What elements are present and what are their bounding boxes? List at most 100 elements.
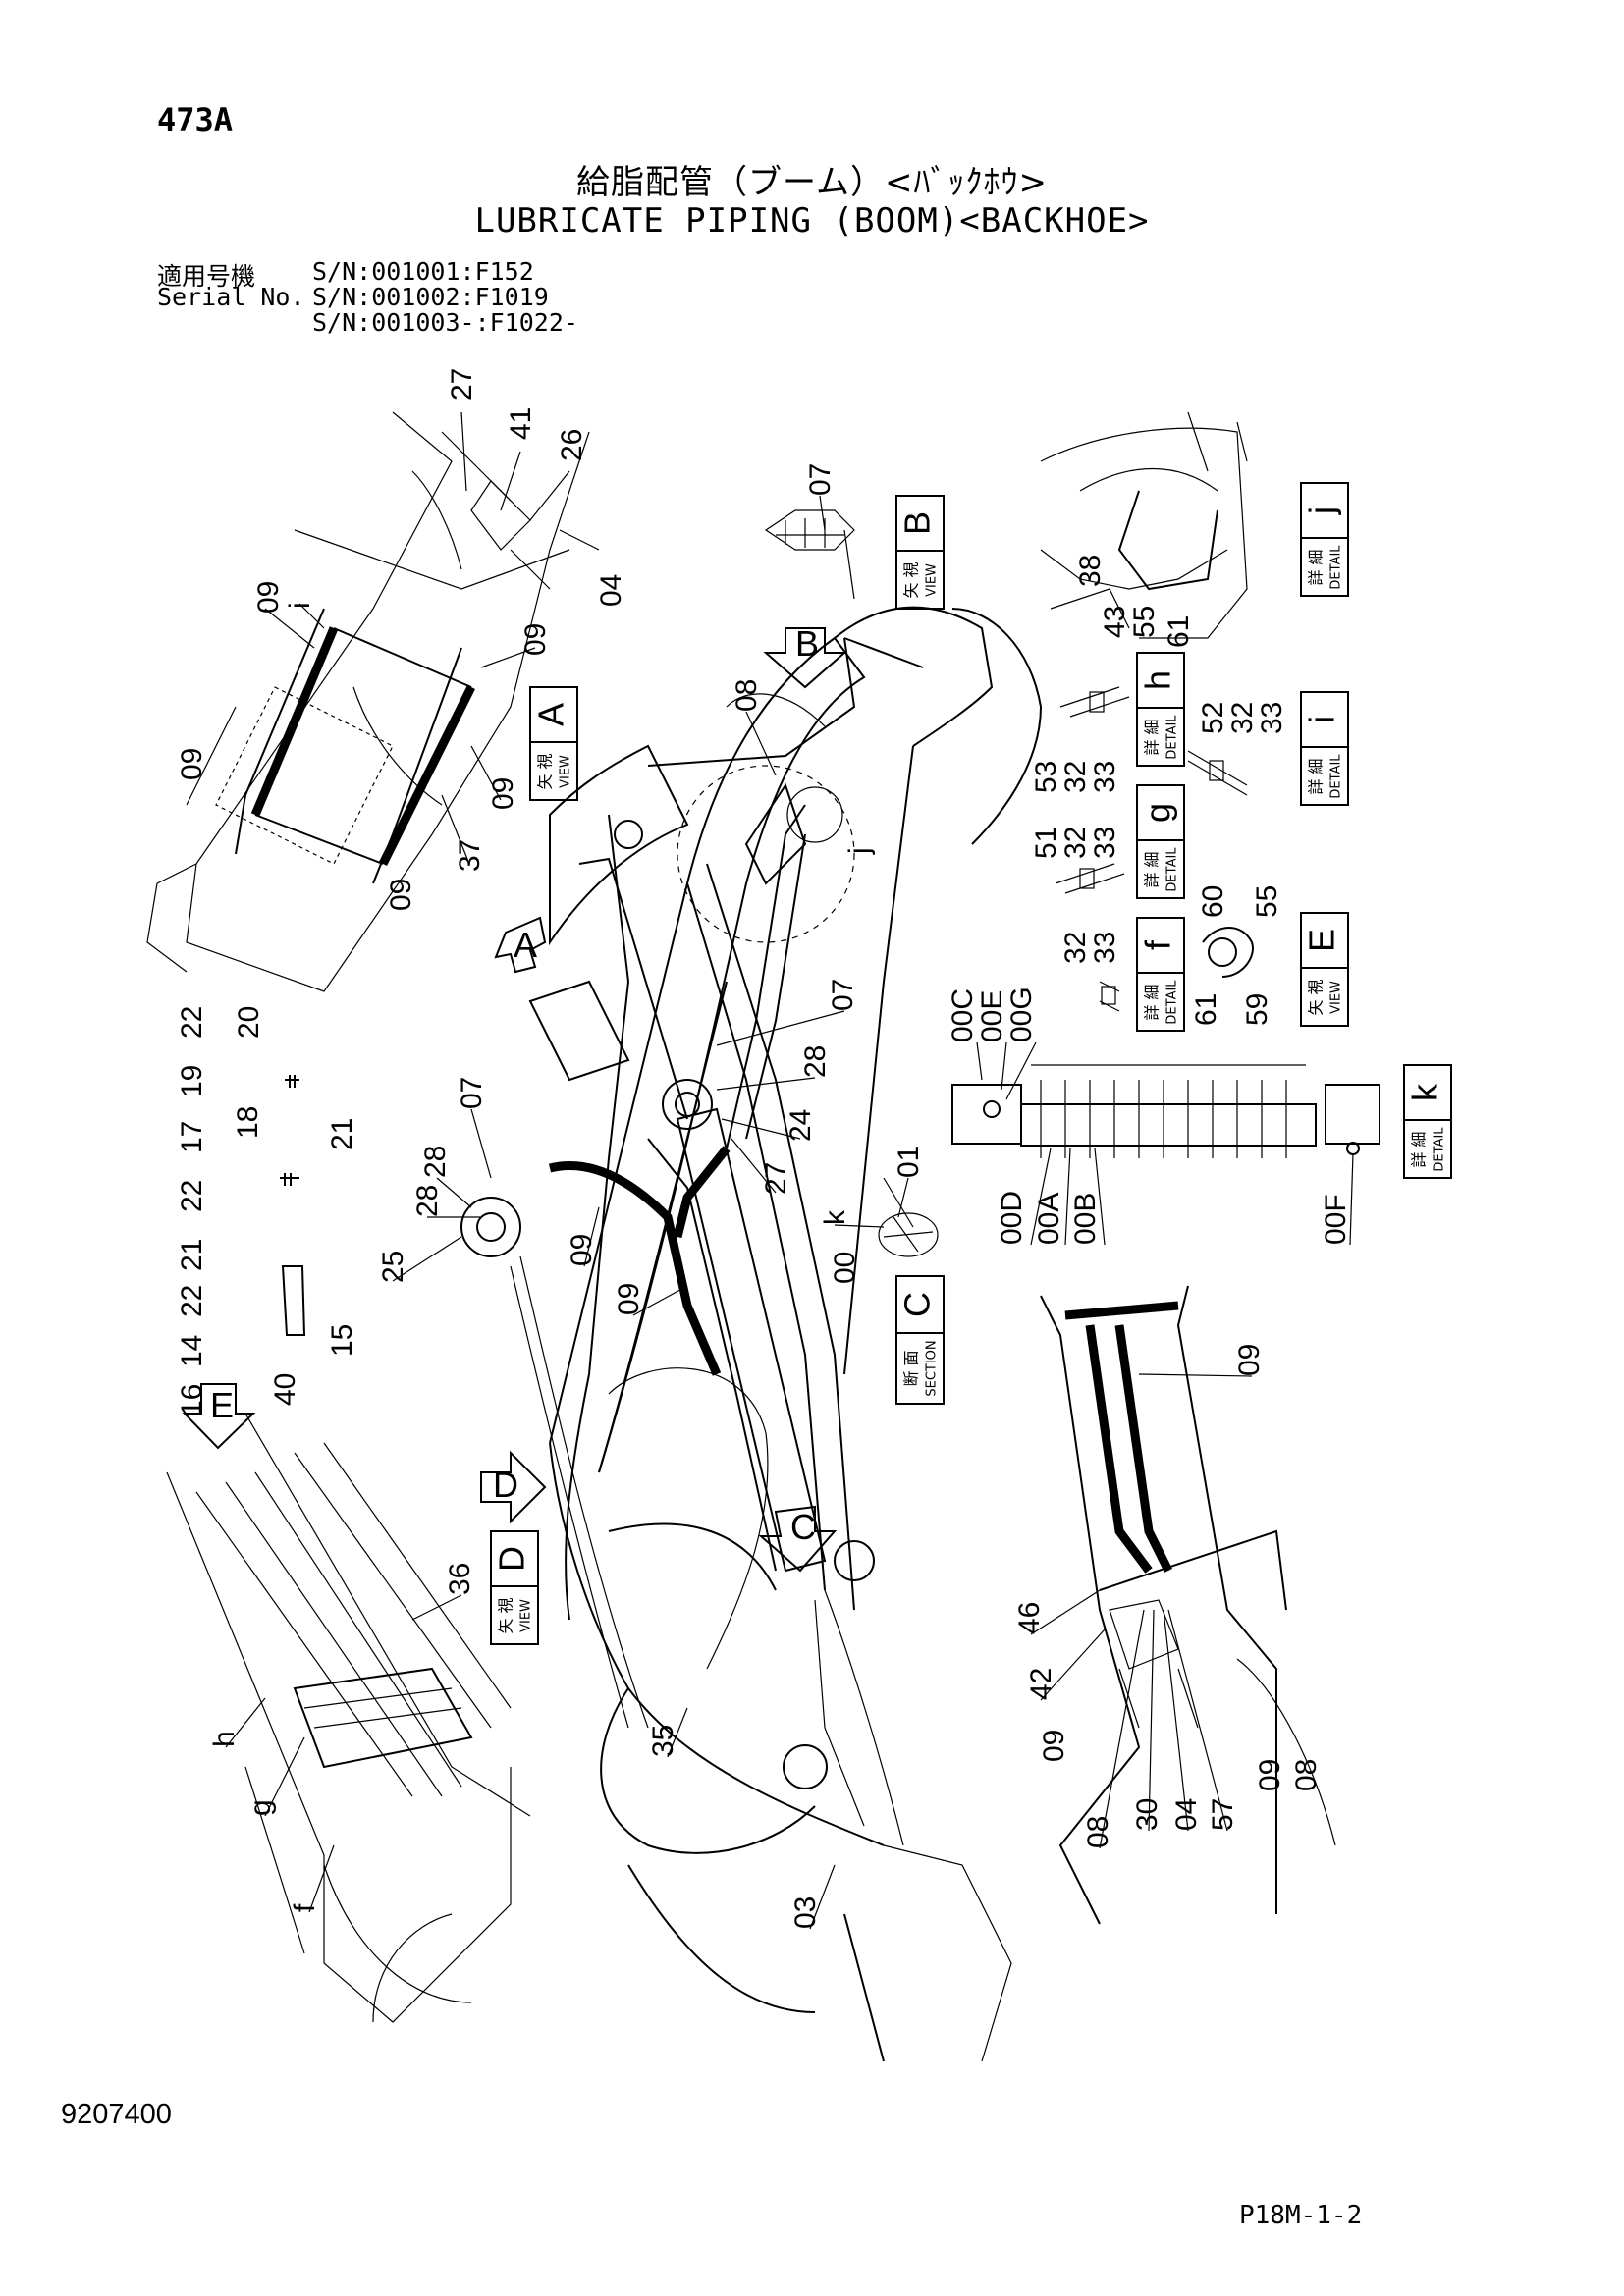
callout: f (289, 1903, 321, 1912)
callout: 32 (1059, 761, 1092, 793)
callout: 00C (947, 988, 979, 1042)
svg-text:矢 視: 矢 視 (536, 753, 555, 789)
svg-text:DETAIL: DETAIL (1165, 980, 1180, 1025)
callout: 26 (556, 429, 588, 461)
callout: 21 (326, 1118, 358, 1150)
callout: 09 (487, 777, 519, 810)
arrow-marker-a: A (494, 916, 547, 974)
callout: 22 (176, 1006, 208, 1039)
callout: k (819, 1209, 851, 1225)
svg-text:i: i (1302, 716, 1342, 723)
callout: 46 (1013, 1602, 1046, 1634)
callout: 09 (252, 581, 285, 614)
callout: 07 (804, 463, 837, 496)
view-d-drawing (166, 1413, 531, 2023)
callout: 61 (1190, 993, 1222, 1026)
callout: 09 (385, 879, 417, 911)
serial-line-2: S/N:001002:F1019 (312, 283, 549, 311)
title-japanese: 給脂配管（ブーム）<ﾊﾞｯｸﾎｳ> (576, 163, 1048, 202)
section-c-drawing (878, 1177, 939, 1257)
boom-head-bracket (647, 637, 924, 943)
callout: 60 (1197, 885, 1229, 918)
callout: 22 (176, 1285, 208, 1317)
svg-text:j: j (1302, 507, 1342, 515)
svg-text:断 面: 断 面 (902, 1350, 921, 1386)
svg-text:B: B (795, 623, 819, 664)
arm-detail-drawing (1040, 1285, 1336, 1925)
callout: 07 (456, 1077, 488, 1109)
boom-outline (460, 606, 1043, 2062)
callout: 55 (1251, 885, 1283, 918)
callout: 00A (1033, 1193, 1065, 1245)
callout: 36 (444, 1563, 476, 1595)
callout: 40 (269, 1373, 301, 1406)
callout: 53 (1030, 761, 1062, 793)
callout: 04 (595, 574, 627, 607)
svg-text:VIEW: VIEW (559, 755, 573, 788)
svg-text:DETAIL: DETAIL (1433, 1127, 1447, 1172)
callout: 27 (760, 1162, 792, 1195)
view-b-drawing (764, 509, 855, 600)
callout: 55 (1128, 606, 1161, 638)
callout: 09 (613, 1283, 645, 1315)
callout: 16 (176, 1384, 208, 1416)
svg-text:矢 視: 矢 視 (902, 561, 921, 598)
page-reference: P18M-1-2 (1239, 2201, 1363, 2230)
callout: 09 (566, 1234, 598, 1266)
callout: 41 (505, 407, 537, 440)
svg-text:VIEW: VIEW (925, 563, 940, 597)
svg-text:h: h (1138, 670, 1178, 690)
callout: 59 (1241, 993, 1273, 1026)
view-box-b: B 矢 視 VIEW (895, 495, 945, 610)
section-box-c: C 断 面 SECTION (895, 1275, 945, 1405)
svg-text:DETAIL: DETAIL (1329, 545, 1344, 590)
callout: 20 (233, 1006, 265, 1039)
callout: 09 (1233, 1344, 1266, 1376)
svg-text:詳 細: 詳 細 (1143, 984, 1162, 1020)
svg-text:DETAIL: DETAIL (1329, 754, 1344, 799)
svg-text:矢 視: 矢 視 (497, 1597, 515, 1633)
callout: j (843, 847, 876, 855)
callout: 09 (1038, 1730, 1070, 1762)
callout: 09 (176, 748, 208, 780)
small-fittings-left (280, 1075, 306, 1336)
svg-text:C: C (897, 1292, 938, 1317)
callout: 24 (785, 1109, 817, 1142)
callout: 17 (176, 1121, 208, 1153)
callout: 08 (1290, 1759, 1323, 1791)
svg-text:B: B (897, 511, 938, 535)
callout: 33 (1256, 702, 1288, 734)
detail-j-drawing (1040, 411, 1248, 639)
callout: 15 (326, 1324, 358, 1357)
svg-text:A: A (514, 925, 537, 965)
callout: 09 (1254, 1759, 1286, 1791)
callout: 00 (829, 1252, 861, 1284)
callout: 07 (827, 979, 859, 1011)
serial-label-jp: 適用号機 (157, 262, 256, 291)
callout: 42 (1025, 1668, 1057, 1700)
serial-label-en: Serial No. (157, 283, 305, 311)
callout: 00G (1005, 987, 1038, 1042)
svg-text:A: A (531, 703, 571, 726)
view-box-a: A 矢 視 VIEW (529, 686, 578, 801)
document-number: 9207400 (61, 2099, 172, 2130)
svg-text:VIEW: VIEW (519, 1599, 534, 1632)
svg-text:詳 細: 詳 細 (1143, 851, 1162, 887)
callout: g (244, 1799, 277, 1816)
arrow-marker-c: C (758, 1505, 838, 1573)
callout: 19 (176, 1065, 208, 1097)
callout: 09 (519, 623, 552, 656)
callout: 43 (1099, 606, 1131, 638)
detail-small-parts (1055, 686, 1254, 1012)
callout: 00F (1320, 1194, 1352, 1245)
svg-text:詳 細: 詳 細 (1307, 758, 1326, 794)
title-english: LUBRICATE PIPING (BOOM)<BACKHOE> (474, 201, 1150, 240)
callout: 27 (446, 368, 478, 400)
callout: 18 (232, 1106, 264, 1139)
svg-text:SECTION: SECTION (925, 1340, 940, 1396)
svg-text:E: E (1302, 929, 1342, 952)
svg-text:k: k (1405, 1083, 1445, 1101)
svg-text:E: E (210, 1385, 234, 1425)
callout: 21 (176, 1239, 208, 1271)
